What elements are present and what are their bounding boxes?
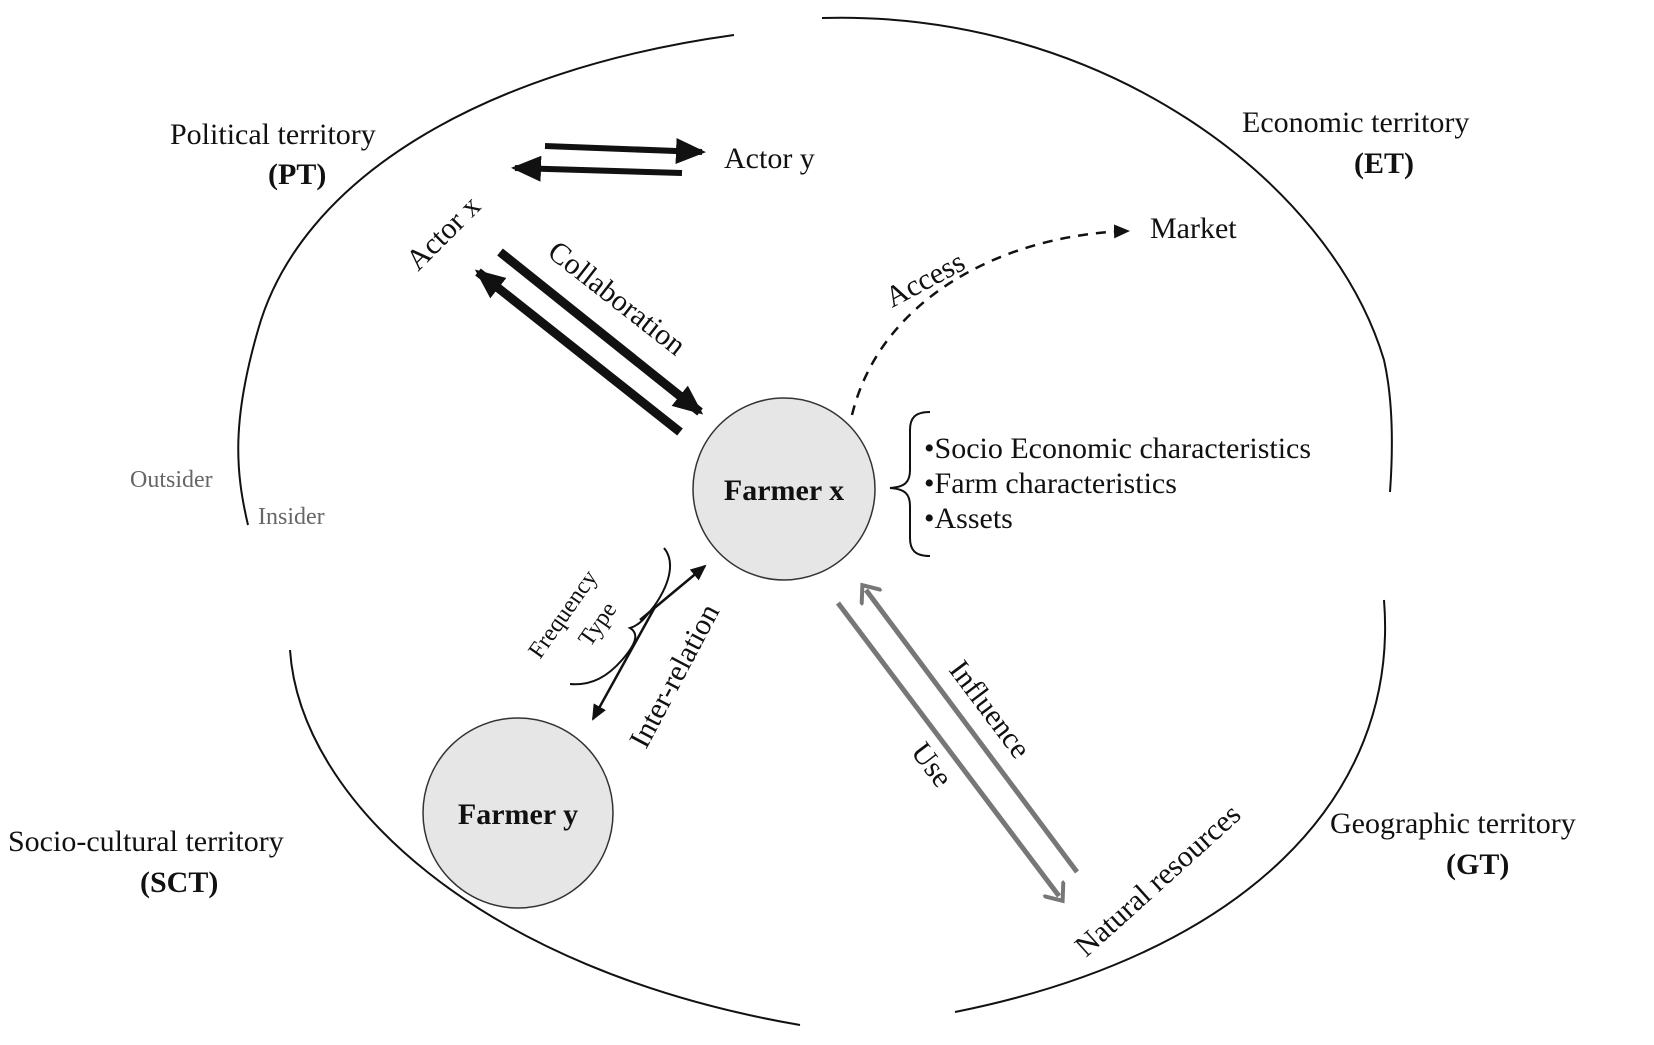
access-arrow [850,224,1130,416]
economic-territory-name: Economic territory [1242,106,1469,139]
frequency-type-brace [569,547,671,686]
political-territory-arc [237,34,735,526]
influence-arrow [866,590,1080,874]
influence-use-arrows [836,590,1080,896]
political-territory-name: Political territory [170,118,376,151]
characteristics-brace [889,411,931,557]
geographic-territory-abbr: (GT) [1446,848,1509,881]
collaboration-arrows [474,248,704,436]
use-arrow [836,601,1059,896]
actor-x-label: Actor x [400,189,488,277]
access-label: Access [880,245,971,314]
geographic-territory-name: Geographic territory [1330,807,1576,840]
natural-resources-label: Natural resources [1069,798,1248,964]
economic-territory-arc [821,16,1393,493]
economic-territory-abbr: (ET) [1354,147,1414,180]
socio-cultural-territory-arc [289,649,801,1026]
territory-boundaries [237,16,1393,1026]
farmer-x-label: Farmer x [724,474,844,507]
use-label: Use [904,736,958,793]
characteristic-item: •Assets [924,502,1013,535]
farmer-y-label: Farmer y [458,798,578,831]
actor-y-label: Actor y [724,142,815,175]
socio-cultural-territory-name: Socio-cultural territory [8,825,284,858]
actor-exchange-arrows [511,138,706,182]
characteristics-list: •Socio Economic characteristics •Farm ch… [924,432,1311,535]
farmer-y-node: Farmer y [422,717,614,909]
inter-relation-label: Inter-relation [623,599,726,754]
characteristic-item: •Socio Economic characteristics [924,432,1311,465]
characteristic-item: •Farm characteristics [924,467,1177,500]
socio-cultural-territory-abbr: (SCT) [140,866,218,899]
insider-label: Insider [258,504,325,530]
farmer-x-node: Farmer x [692,397,876,581]
market-label: Market [1150,212,1237,245]
geographic-territory-arc [954,599,1387,1013]
outsider-label: Outsider [130,467,213,493]
political-territory-abbr: (PT) [268,158,326,191]
